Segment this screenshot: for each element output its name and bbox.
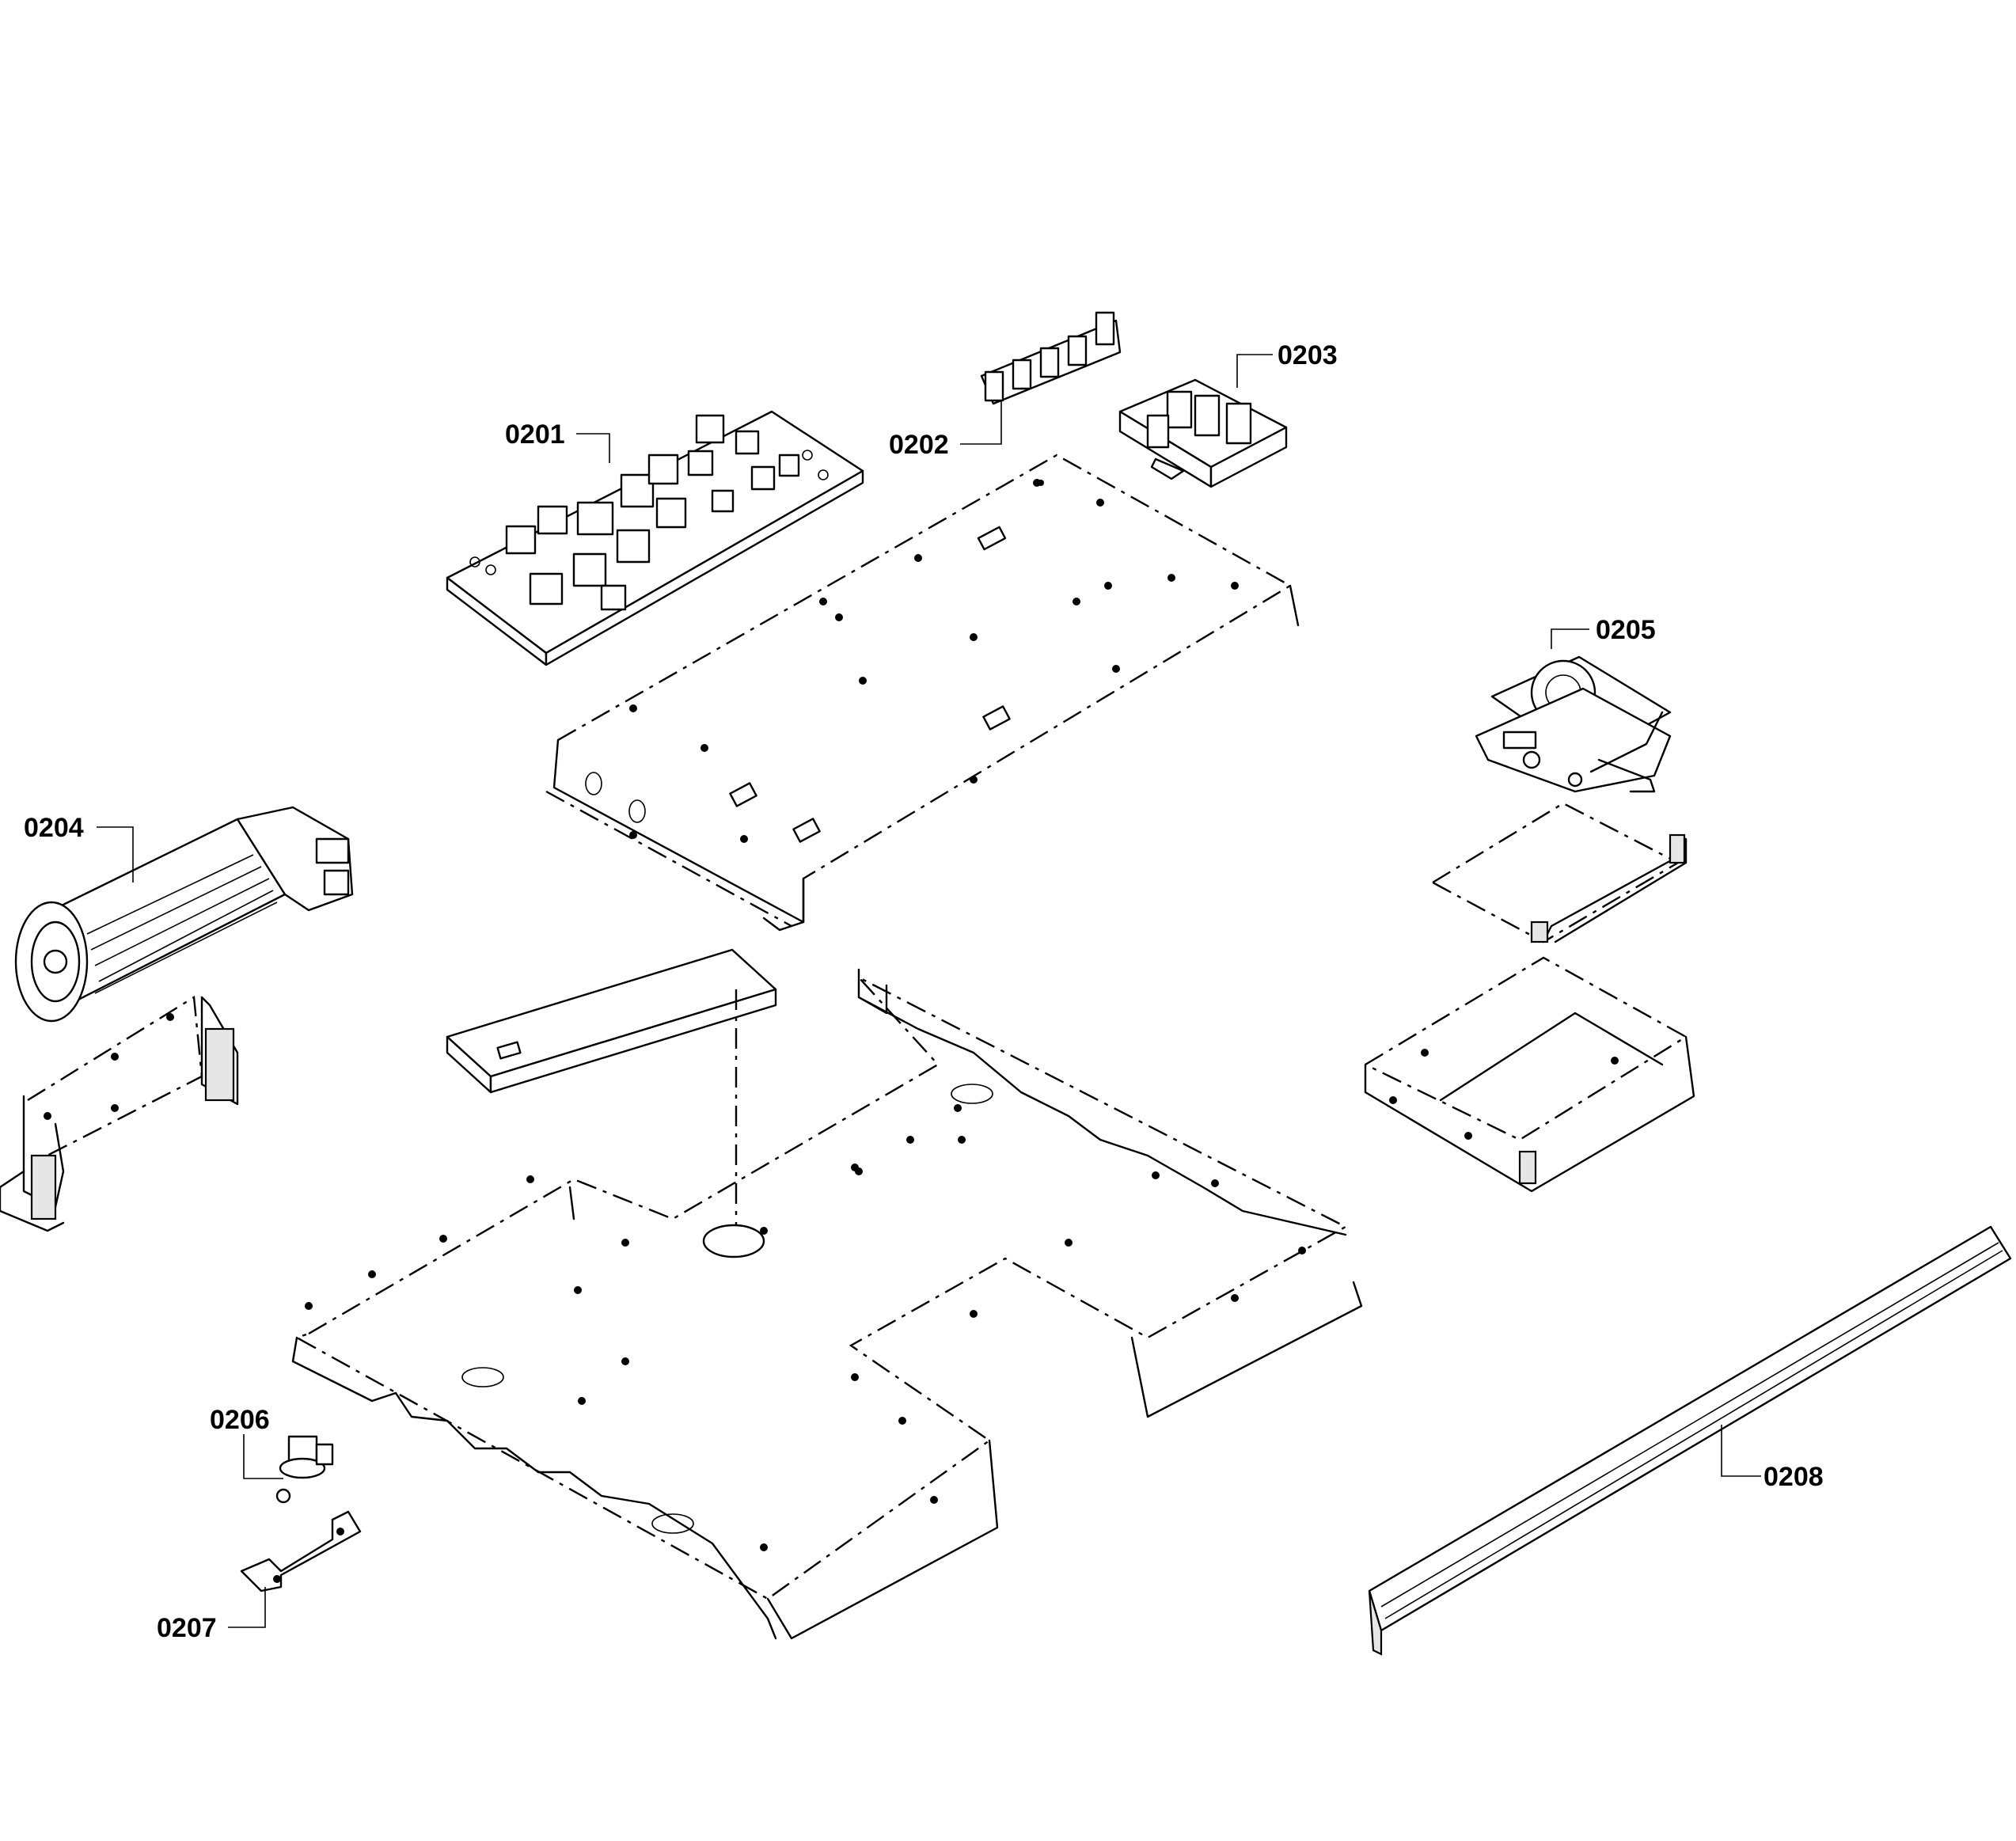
label-0206: 0206 (210, 1405, 270, 1435)
base-pan (291, 968, 1363, 1640)
label-0208: 0208 (1764, 1462, 1824, 1492)
upper-cover-panel (545, 454, 1300, 932)
label-0201: 0201 (505, 419, 565, 450)
part-0201-control-board (446, 410, 864, 666)
air-duct (446, 948, 777, 1239)
lock-bracket-tray (1364, 956, 1695, 1193)
part-0208-trim-strip (1368, 1225, 2012, 1656)
part-0202-terminal-block (980, 311, 1122, 405)
part-0207-bracket (240, 1510, 362, 1592)
label-0203: 0203 (1278, 340, 1338, 370)
label-0207: 0207 (157, 1613, 217, 1643)
label-0205: 0205 (1596, 615, 1656, 645)
part-0206-thermostat (275, 1435, 334, 1504)
part-0204-cooling-fan (14, 806, 354, 1023)
label-0204: 0204 (24, 813, 84, 843)
fan-mounting-bracket (0, 995, 239, 1232)
label-0202: 0202 (889, 430, 949, 460)
lock-mounting-plate (1432, 802, 1688, 943)
part-0203-switch-housing (1118, 378, 1288, 488)
part-0205-door-lock (1475, 655, 1672, 793)
